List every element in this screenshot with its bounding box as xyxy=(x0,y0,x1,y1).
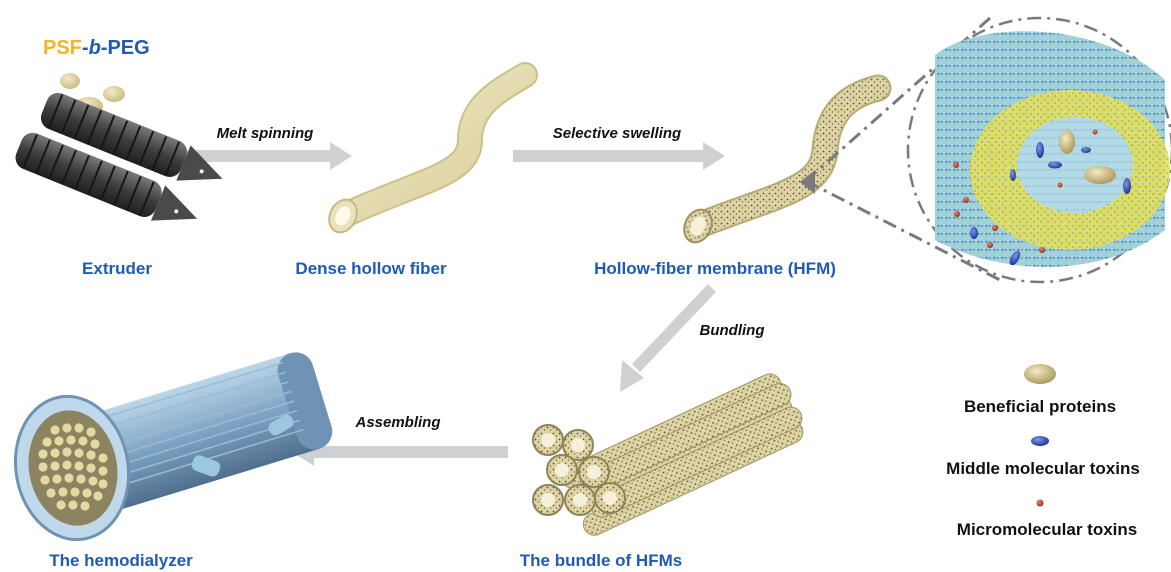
legend-symbols xyxy=(1024,364,1056,507)
protein-icon xyxy=(1024,364,1056,384)
magnified-membrane xyxy=(935,31,1170,267)
legend-beneficial-proteins: Beneficial proteins xyxy=(964,397,1116,417)
legend-middle-molecular-toxins: Middle molecular toxins xyxy=(946,459,1140,479)
label-dense-hollow-fiber: Dense hollow fiber xyxy=(295,259,446,279)
hemodialyzer xyxy=(4,348,336,549)
arrow-selective-swelling xyxy=(513,142,725,170)
polymer-psf: PSF xyxy=(43,37,82,59)
hollow-fiber-membrane xyxy=(679,88,878,247)
dense-hollow-fiber xyxy=(324,75,525,237)
step-selective-swelling: Selective swelling xyxy=(553,125,681,142)
hfm-bundle xyxy=(533,368,811,539)
middle-toxin-icon xyxy=(1031,436,1049,446)
legend-micromolecular-toxins: Micromolecular toxins xyxy=(957,520,1137,540)
step-bundling: Bundling xyxy=(700,322,765,339)
polymer-dash-1: - xyxy=(82,37,89,59)
label-bundle: The bundle of HFMs xyxy=(520,551,682,571)
polymer-title: PSF-b-PEG xyxy=(43,37,150,60)
polymer-peg: PEG xyxy=(107,37,149,59)
step-melt-spinning: Melt spinning xyxy=(217,125,314,142)
polymer-b: b xyxy=(89,37,101,59)
step-assembling: Assembling xyxy=(355,414,440,431)
label-extruder: Extruder xyxy=(82,259,152,279)
label-hemodialyzer: The hemodialyzer xyxy=(49,551,193,571)
label-hfm: Hollow-fiber membrane (HFM) xyxy=(594,259,836,279)
extruder-screws xyxy=(12,89,230,236)
micro-toxin-icon xyxy=(1037,500,1044,507)
